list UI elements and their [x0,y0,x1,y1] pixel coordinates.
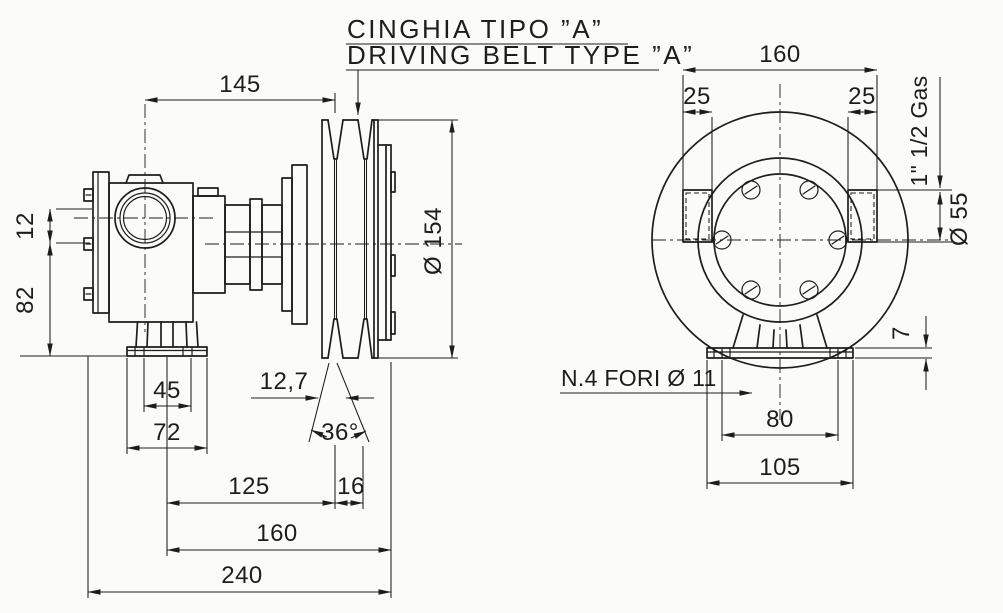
groove-1-top [327,119,344,160]
dim-160-side-label: 160 [256,520,298,547]
groove-2-bottom [357,318,373,359]
dim-154-label: Ø 154 [420,207,447,275]
pump-foot [126,321,208,357]
pulley-outline-circle [651,111,909,369]
dim-12-7-label: 12,7 [260,368,309,395]
belt-note: CINGHIA TIPO ”A” DRIVING BELT TYPE ”A” [346,14,694,116]
inlet-port-circle [114,187,176,249]
thread-callout: 1" 1/2 Gas [906,76,943,189]
dim-25-right-label: 25 [848,83,876,110]
pedestal [706,314,854,359]
dim-154: Ø 154 [378,119,458,359]
thread-label: 1" 1/2 Gas [906,76,932,187]
dim-160-front: 160 [682,41,878,190]
dim-12-label: 12 [12,212,39,240]
dim-55-label: Ø 55 [946,192,973,246]
dim-105-label: 105 [759,454,801,481]
holes-note-label: N.4 FORI Ø 11 [561,365,717,391]
belt-note-english: DRIVING BELT TYPE ”A” [347,40,694,70]
dim-7-label: 7 [888,326,915,340]
body-ring-circle [697,157,863,323]
dim-groove: 12,7 36° [251,362,374,446]
bearing-housing [192,164,308,325]
dim-145-label: 145 [219,71,261,98]
dim-145: 145 [144,71,336,113]
dim-82-label: 82 [12,286,39,314]
dim-125-label: 125 [228,473,270,500]
screw [712,230,732,250]
dim-lengths: 125 16 160 240 [87,356,392,598]
dim-36-label: 36° [321,419,359,446]
screw [741,180,761,200]
dim-7: 7 [855,316,932,390]
groove-1-bottom [327,318,344,359]
holes-callout: N.4 FORI Ø 11 [560,365,753,396]
dim-base: 80 105 [706,360,854,489]
left-port [682,189,713,243]
dim-80-label: 80 [766,406,794,433]
belt-note-italian: CINGHIA TIPO ”A” [347,14,603,44]
screw [799,280,819,300]
pulley-hub-disc [377,119,396,359]
dim-25-left-label: 25 [683,83,711,110]
side-view: 145 12 82 Ø 154 12,7 36° [12,71,462,598]
belt-pulley [321,119,379,359]
pump-body [108,174,194,323]
right-port [847,189,878,243]
dim-240-label: 240 [221,562,263,589]
dim-160-front-label: 160 [759,41,801,68]
dim-12-82: 12 82 [12,208,127,357]
dim-16-label: 16 [337,473,365,500]
dim-55: Ø 55 [877,189,973,246]
pedestal-base [706,347,854,359]
cover-flange-circle [713,173,847,307]
dim-port-depth: 25 25 [682,83,878,190]
front-view: 160 25 25 1" 1/2 Gas Ø 55 N.4 FORI Ø 11 [560,41,973,489]
groove-2-top [357,119,373,160]
cover-screws [712,180,848,300]
top-boss [125,174,164,184]
screw [799,180,819,200]
screw [741,280,761,300]
foot-base [126,346,208,357]
screw [828,230,848,250]
